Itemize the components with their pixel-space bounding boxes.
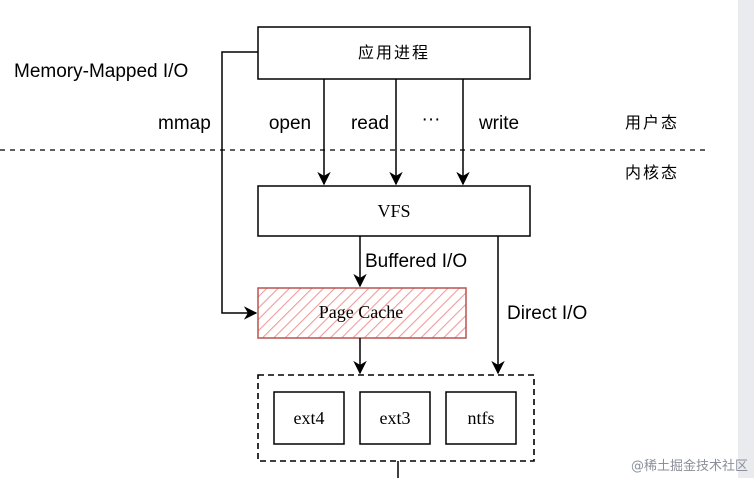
ellipsis-label: ··· bbox=[421, 109, 441, 130]
ext4-box bbox=[273, 391, 345, 445]
ntfs-label: ntfs bbox=[467, 408, 495, 428]
user-space-label: 用户态 bbox=[625, 113, 680, 132]
ext3-box bbox=[359, 391, 431, 445]
app-process-label: 应用进程 bbox=[357, 43, 431, 62]
right-scroll-strip bbox=[738, 0, 754, 478]
mmap-label: mmap bbox=[158, 113, 211, 134]
vfs-box bbox=[257, 185, 531, 237]
watermark: @稀土掘金技术社区 bbox=[630, 459, 748, 474]
page-cache-box bbox=[257, 287, 467, 339]
mmap-arrow bbox=[221, 51, 258, 320]
write-label: write bbox=[478, 113, 520, 134]
filesystem-group bbox=[257, 374, 535, 462]
ext3-label: ext3 bbox=[379, 408, 411, 428]
read-label: read bbox=[350, 113, 390, 134]
ext4-label: ext4 bbox=[293, 408, 325, 428]
page-cache-label: Page Cache bbox=[318, 302, 404, 322]
open-label: open bbox=[268, 113, 312, 134]
buffered-io-label: Buffered I/O bbox=[365, 251, 468, 272]
vfs-label: VFS bbox=[377, 201, 411, 221]
memory-mapped-label: Memory-Mapped I/O bbox=[14, 61, 189, 82]
kernel-space-label: 内核态 bbox=[625, 163, 680, 182]
app-process-box bbox=[257, 26, 531, 80]
ntfs-box bbox=[445, 391, 517, 445]
direct-io-label: Direct I/O bbox=[507, 303, 588, 324]
